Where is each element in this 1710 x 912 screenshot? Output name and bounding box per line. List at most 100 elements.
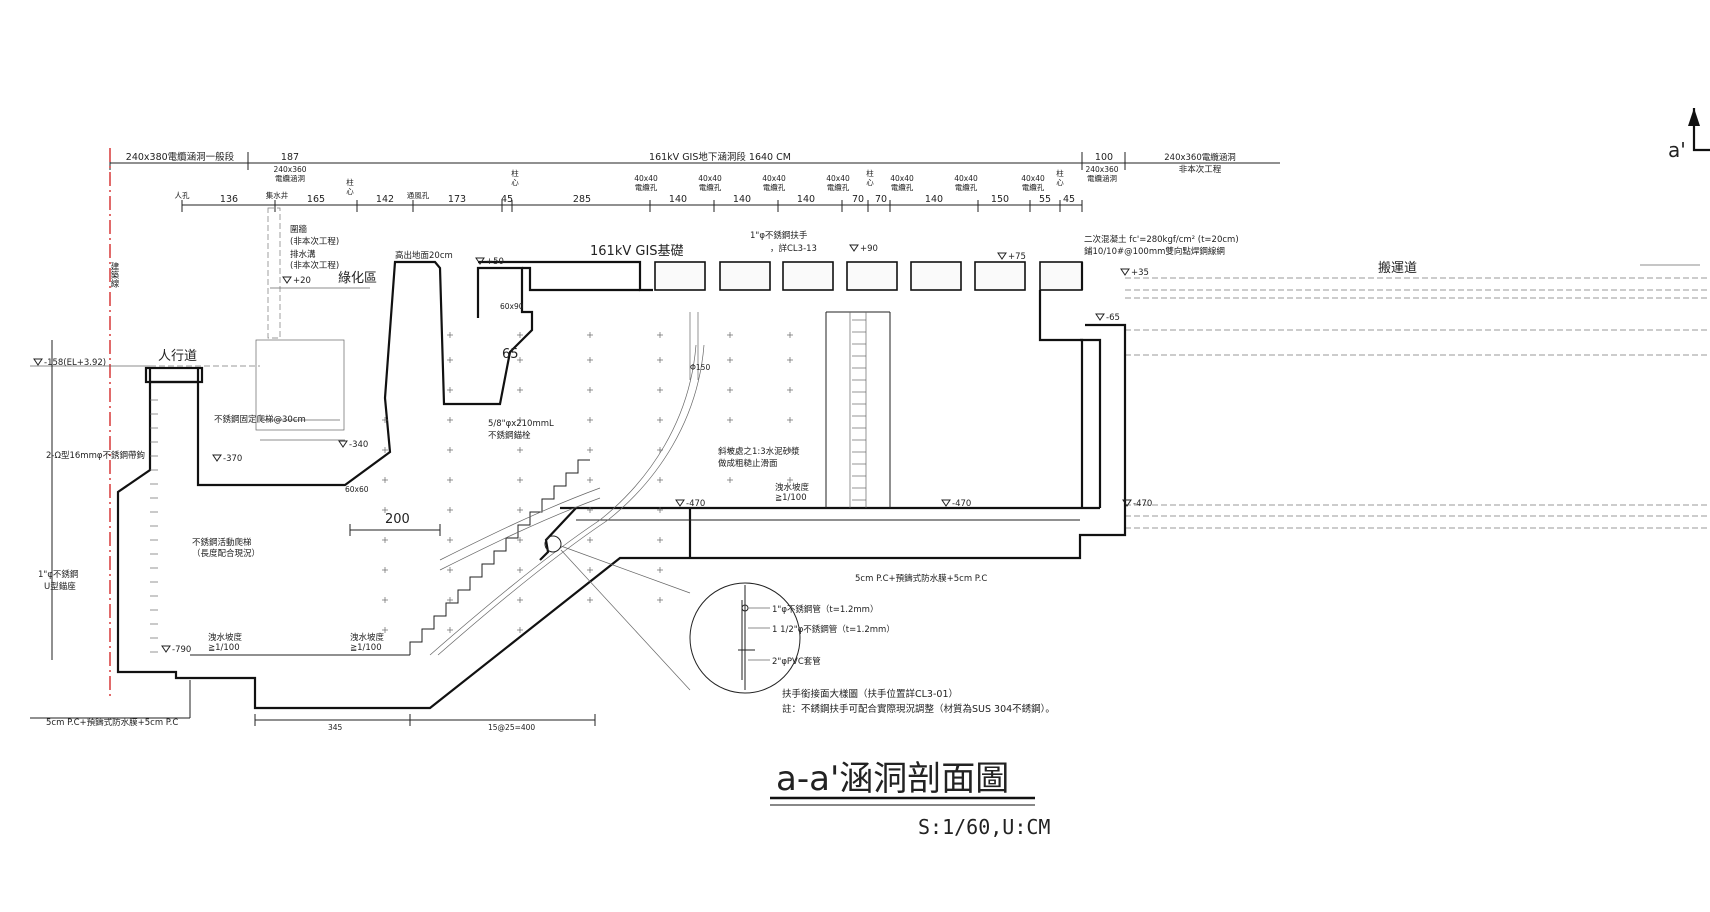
row2-dim: 140 bbox=[925, 194, 943, 205]
level-label: +20 bbox=[293, 276, 311, 286]
row2-dim: 165 bbox=[307, 194, 325, 205]
note-handrail-1: 1"φ不銹鋼扶手 bbox=[750, 230, 808, 241]
row2-label: 柱 bbox=[511, 168, 519, 178]
level-label: +90 bbox=[860, 244, 878, 254]
drawing-title: a-a'涵洞剖面圖 bbox=[776, 759, 1009, 799]
row2-label: 電纜涵洞 bbox=[1087, 173, 1117, 183]
row2-dim: 70 bbox=[852, 194, 864, 205]
row2-label: 40x40 bbox=[634, 174, 658, 183]
level-label: -470 bbox=[952, 499, 971, 509]
dim-general: 240x380電纜涵洞一般段 bbox=[126, 151, 235, 163]
row2-label: 40x40 bbox=[762, 174, 786, 183]
row2-dim: 140 bbox=[669, 194, 687, 205]
level-label: +35 bbox=[1131, 268, 1149, 278]
dim-gis: 161kV GIS地下涵洞段 1640 CM bbox=[649, 151, 791, 163]
note-not-this: (非本次工程) bbox=[290, 236, 339, 247]
level-label: -790 bbox=[172, 645, 191, 655]
note-handrail-2: ，詳CL3-13 bbox=[770, 243, 817, 254]
row2-dim: 140 bbox=[733, 194, 751, 205]
note-bolt: 不銹鋼固定爬梯@30cm bbox=[214, 414, 306, 425]
note-drain-slope-2: ≧1/100 bbox=[775, 493, 807, 503]
level-triangle-icon bbox=[675, 499, 685, 507]
level-triangle-icon bbox=[941, 499, 951, 507]
top-dimension-chain: 240x380電纜涵洞一般段 187 161kV GIS地下涵洞段 1640 C… bbox=[109, 148, 1280, 175]
level-label: +50 bbox=[486, 257, 504, 267]
note-drain-slope-4: ≧1/100 bbox=[350, 643, 382, 653]
row2-dim: 285 bbox=[573, 194, 591, 205]
row2-label: 電纜孔 bbox=[699, 182, 722, 192]
level-label: -470 bbox=[686, 499, 705, 509]
level-label: -470 bbox=[1133, 499, 1152, 509]
ground-lines bbox=[30, 264, 1710, 529]
note-ubolt-1: 1"φ不銹鋼 bbox=[38, 569, 78, 580]
dim-phi150: Φ150 bbox=[690, 363, 710, 372]
note-drain: 排水溝 bbox=[290, 249, 316, 260]
level-triangle-icon bbox=[1122, 499, 1132, 507]
handrail-detail bbox=[544, 535, 801, 694]
row2-label: 40x40 bbox=[826, 174, 850, 183]
row2-label: 心 bbox=[1056, 178, 1064, 187]
note-higher: 高出地面20cm bbox=[395, 250, 453, 261]
building-line-label: 建築線 bbox=[109, 261, 119, 287]
row2-dim: 45 bbox=[501, 194, 513, 205]
row2-dim: 136 bbox=[220, 194, 238, 205]
row2-label: 心 bbox=[346, 187, 354, 196]
ladder-rungs bbox=[150, 319, 866, 653]
note-anchor-bolt-2: 不銹鋼錨栓 bbox=[488, 430, 531, 441]
level-triangle-icon bbox=[849, 244, 859, 252]
note-anchor: 2-Ω型16mmφ不銹鋼帶鉤 bbox=[46, 450, 145, 461]
culvert-outline bbox=[116, 260, 1127, 710]
row2-label: 集水井 bbox=[266, 190, 289, 200]
row2-label: 40x40 bbox=[890, 174, 914, 183]
row2-dim: 173 bbox=[448, 194, 466, 205]
detail-note: 註：不銹鋼扶手可配合實際現況調整（材質為SUS 304不銹鋼）。 bbox=[782, 703, 1055, 715]
row2-dim: 150 bbox=[991, 194, 1009, 205]
drawing-scale: S:1/60,U:CM bbox=[918, 815, 1050, 839]
row2-label: 40x40 bbox=[954, 174, 978, 183]
dim-100: 100 bbox=[1095, 152, 1113, 163]
note-gis-base: 161kV GIS基礎 bbox=[590, 244, 684, 259]
detail-line-2: 1 1/2"φ不銹鋼管（t=1.2mm） bbox=[772, 624, 895, 635]
row2-label: 電纜孔 bbox=[1022, 182, 1045, 192]
dim-345: 345 bbox=[328, 723, 343, 732]
annotation-notes: 圍牆 (非本次工程) 排水溝 (非本次工程) 綠化區 高出地面20cm 161k… bbox=[38, 138, 1686, 732]
dim-65: 65 bbox=[502, 347, 519, 362]
row2-dim: 55 bbox=[1039, 194, 1051, 205]
row2-label: 人孔 bbox=[175, 191, 190, 200]
title-block: a-a'涵洞剖面圖 S:1/60,U:CM bbox=[770, 759, 1050, 839]
level-triangle-icon bbox=[1120, 268, 1130, 276]
row2-label: 通風孔 bbox=[407, 190, 430, 200]
level-triangle-icon bbox=[212, 454, 222, 462]
row2-label: 柱 bbox=[346, 177, 354, 187]
dim-right-sub: 非本次工程 bbox=[1179, 164, 1222, 175]
level-triangle-icon bbox=[997, 252, 1007, 260]
detail-caption: 扶手銜接面大樣圖（扶手位置詳CL3-01） bbox=[782, 688, 958, 700]
level-triangle-icon bbox=[475, 257, 485, 265]
section-arrow-mark bbox=[1692, 108, 1710, 152]
note-pc-right: 5cm P.C+預鑄式防水膜+5cm P.C bbox=[855, 573, 987, 584]
note-walkway: 人行道 bbox=[158, 349, 197, 364]
note-drain-slope-1: 洩水坡度 bbox=[775, 482, 810, 493]
arrow-head-icon bbox=[1688, 108, 1700, 126]
row2-label: 40x40 bbox=[1021, 174, 1045, 183]
note-not-this-2: (非本次工程) bbox=[290, 260, 339, 271]
note-transport-road: 搬運道 bbox=[1378, 261, 1417, 276]
dim-60x90: 60x90 bbox=[500, 302, 524, 311]
row2-dim: 140 bbox=[797, 194, 815, 205]
note-mesh: 鋪10/10#@100mm雙向點焊鋼線網 bbox=[1084, 246, 1225, 257]
note-anchor-bolt-1: 5/8"φx210mmL bbox=[488, 419, 554, 429]
note-pc-left: 5cm P.C+預鑄式防水膜+5cm P.C bbox=[46, 717, 178, 728]
row2-label: 電纜孔 bbox=[955, 182, 978, 192]
level-label: -340 bbox=[349, 440, 368, 450]
row2-label: 電纜孔 bbox=[635, 182, 658, 192]
detail-line-1: 1"φ不銹鋼管（t=1.2mm） bbox=[772, 604, 878, 615]
row2-dim: 70 bbox=[875, 194, 887, 205]
note-ladder-2: （長度配合現況） bbox=[192, 548, 260, 559]
row2-label: 柱 bbox=[1056, 168, 1064, 178]
row2-dim: 45 bbox=[1063, 194, 1075, 205]
level-markers: -158(EL+3.92)+20+50+90+75+35-65-340-370-… bbox=[33, 244, 1152, 655]
bottom-dimensions bbox=[30, 340, 596, 726]
